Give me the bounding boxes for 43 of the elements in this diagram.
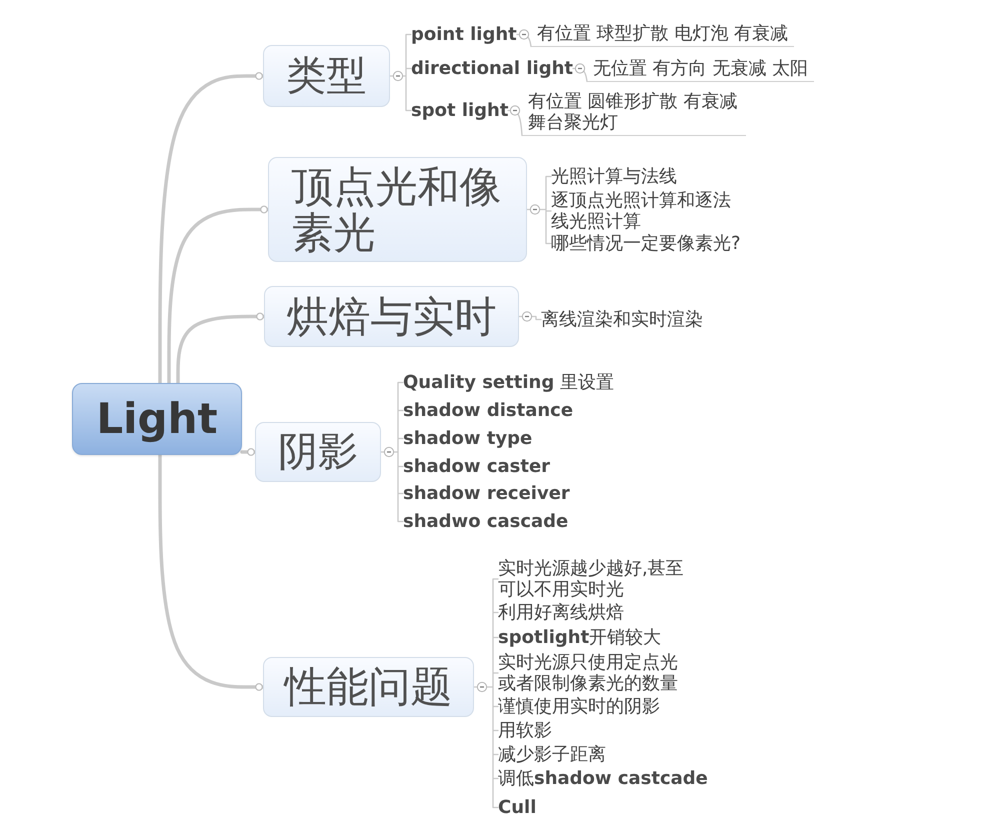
topic-label: 顶点光和像素光	[292, 164, 502, 256]
subtopic-text: 实时光源只使用定点光或者限制像素光的数量	[498, 652, 680, 694]
subtopic-text: 光照计算与法线	[551, 166, 677, 187]
subtopic-text: spotlight开销较大	[498, 627, 662, 648]
topic-box	[263, 45, 390, 107]
subtopic-text: shadow caster	[403, 456, 550, 477]
subtopic-text: directional light	[411, 58, 573, 79]
subtopic-text: 利用好离线烘焙	[498, 602, 624, 623]
topic-label: 类型	[286, 53, 366, 99]
subtopic-text: 逐顶点光照计算和逐法线光照计算	[551, 190, 733, 232]
subtopic-text: shadow distance	[403, 400, 574, 421]
topic-box	[268, 157, 527, 262]
branch-line	[526, 176, 552, 244]
topic-box	[264, 286, 519, 347]
topic-box	[263, 657, 474, 717]
subtopic-text: Cull	[498, 797, 536, 818]
subtopic-text: 用软影	[498, 720, 552, 741]
subtopic-text: shadow receiver	[403, 483, 570, 504]
subtopic-text: 离线渲染和实时渲染	[541, 309, 703, 330]
subtopic-text: 无位置 有方向 无衰减 太阳	[587, 58, 814, 82]
subtopic-text: point light	[411, 24, 517, 45]
topic-box	[255, 422, 381, 482]
branch-line	[572, 68, 588, 82]
branch-line	[380, 382, 404, 522]
topic-label: 阴影	[278, 429, 358, 475]
branch-line	[473, 578, 499, 808]
central-topic-box	[72, 383, 242, 455]
branch-line	[389, 34, 412, 112]
topic-label: 性能问题	[284, 663, 452, 711]
topic-label: 烘焙与实时	[286, 292, 496, 340]
subtopic-text: 谨慎使用实时的阴影	[498, 696, 660, 717]
subtopic-text: spot light	[411, 100, 508, 121]
subtopic-text: 调低shadow castcade	[498, 768, 708, 789]
central-topic-label: Light	[96, 394, 218, 444]
subtopic-text: 有位置 圆锥形扩散 有衰减舞台聚光灯	[522, 91, 746, 136]
subtopic-text: 有位置 球型扩散 电灯泡 有衰减	[531, 23, 794, 47]
subtopic-text: 实时光源越少越好,甚至可以不用实时光	[498, 558, 686, 600]
subtopic-text: 哪些情况一定要像素光?	[551, 233, 741, 254]
subtopic-text: shadwo cascade	[403, 511, 568, 532]
subtopic-text: 减少影子距离	[498, 744, 606, 765]
subtopic-text: shadow type	[403, 428, 532, 449]
branch-line	[507, 110, 523, 136]
subtopic-text: Quality setting 里设置	[403, 372, 614, 393]
